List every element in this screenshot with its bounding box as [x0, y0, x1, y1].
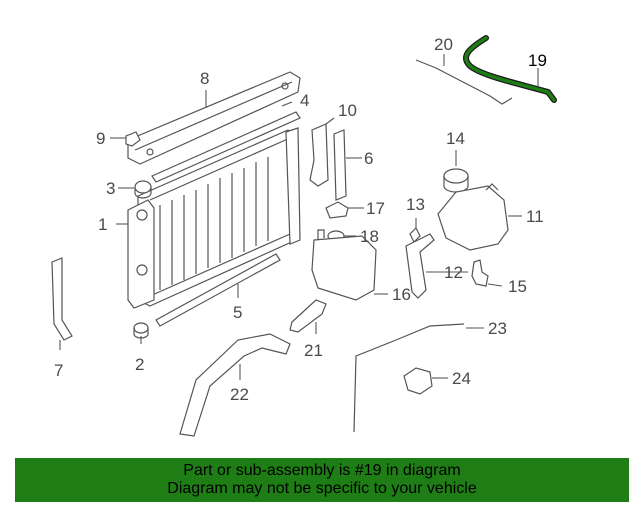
callout-18: 18 [360, 227, 379, 246]
callout-4: 4 [300, 91, 309, 110]
callout-8: 8 [200, 69, 209, 88]
callout-7: 7 [54, 361, 63, 380]
part-21-hose [289, 299, 327, 333]
part-14-cap [443, 168, 469, 193]
parts-diagram: 1 2 3 4 5 6 7 8 9 10 11 12 13 14 15 16 1… [51, 35, 557, 437]
part-23-tube [353, 323, 465, 433]
part-9-clip [125, 131, 141, 147]
part-4-upper-seal [151, 111, 301, 183]
leader-lines [59, 54, 539, 380]
callout-23: 23 [488, 319, 507, 338]
part-12-bracket [405, 233, 435, 299]
callout-1: 1 [98, 215, 107, 234]
callout-5: 5 [233, 303, 242, 322]
part-2-drain-plug [133, 322, 149, 339]
callout-3: 3 [106, 179, 115, 198]
part-11-expansion-tank [437, 183, 509, 251]
callout-19: 19 [528, 51, 547, 70]
callout-21: 21 [304, 341, 323, 360]
callout-16: 16 [392, 285, 411, 304]
callout-15: 15 [508, 277, 527, 296]
part-16-reservoir [311, 229, 377, 301]
part-notice-line-2: Diagram may not be specific to your vehi… [167, 480, 477, 497]
callout-11: 11 [526, 207, 544, 226]
part-22-lower-hose [179, 333, 291, 437]
part-7-side-seal [51, 257, 73, 341]
part-6-side-seal [333, 129, 347, 201]
part-8-upper-support [127, 71, 301, 165]
callout-14: 14 [446, 129, 465, 148]
callout-2: 2 [135, 355, 144, 374]
part-17-cap [325, 201, 349, 219]
part-10-bracket [309, 123, 329, 187]
part-19-hose-highlighted [463, 35, 557, 103]
part-15-sensor [471, 259, 489, 287]
part-20-hose [415, 59, 513, 105]
callout-9: 9 [96, 129, 105, 148]
callout-13: 13 [406, 195, 425, 214]
part-notice-line-1: Part or sub-assembly is #19 in diagram [183, 462, 461, 479]
part-5-lower-seal [155, 253, 281, 327]
callout-24: 24 [452, 369, 471, 388]
callout-10: 10 [338, 101, 357, 120]
part-24-clamp [403, 367, 433, 395]
callout-6: 6 [364, 149, 373, 168]
part-1-radiator [127, 127, 301, 309]
callout-20: 20 [434, 35, 453, 54]
part-notice-banner: Part or sub-assembly is #19 in diagram D… [15, 458, 629, 502]
callout-17: 17 [366, 199, 385, 218]
callout-12: 12 [444, 263, 463, 282]
part-3-cap [134, 180, 152, 199]
part-13-grommet [409, 226, 421, 244]
callout-22: 22 [230, 385, 249, 404]
